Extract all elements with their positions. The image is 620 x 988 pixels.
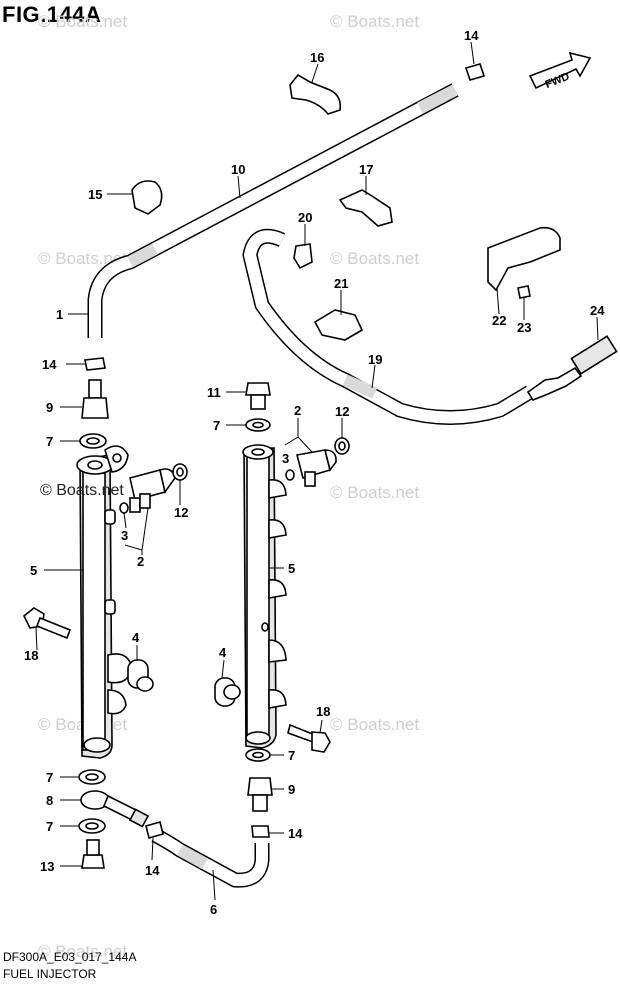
watermark: © Boats.net	[38, 249, 128, 268]
callout-19: 19	[368, 352, 382, 367]
callout-24: 24	[590, 303, 605, 318]
clamp-15	[131, 180, 163, 215]
callout-8: 8	[46, 793, 53, 808]
bolt-18-left	[22, 607, 72, 640]
callout-11: 11	[207, 385, 221, 400]
callout-21: 21	[334, 276, 348, 291]
callout-18: 18	[316, 704, 330, 719]
callout-7: 7	[213, 418, 220, 433]
figure-title: FIG.144A	[2, 2, 102, 27]
callout-4: 4	[132, 630, 140, 645]
banjo-8	[80, 790, 150, 828]
injector-left	[129, 468, 176, 513]
clamp-14-lower-left	[145, 821, 164, 839]
clamp-17	[338, 189, 393, 227]
fuel-rail-right	[242, 444, 287, 749]
callout-22: 22	[492, 313, 506, 328]
callout-14: 14	[464, 28, 479, 43]
injector-right	[296, 449, 337, 487]
hose-10	[87, 83, 459, 338]
o-ring-3-left	[119, 502, 129, 514]
clip-20	[293, 243, 313, 270]
seal-12-right	[334, 437, 350, 455]
callout-15: 15	[88, 187, 102, 202]
callout-2: 2	[137, 554, 144, 569]
fwd-arrow: FWD	[528, 51, 592, 91]
figure-name: FUEL INJECTOR	[3, 967, 97, 981]
connector-24	[526, 335, 618, 401]
callout-12: 12	[335, 404, 349, 419]
callout-23: 23	[517, 320, 531, 335]
clamp-16	[289, 73, 342, 115]
clamp-14-top	[464, 63, 486, 81]
bolt-23	[517, 285, 531, 299]
watermark-dark: © Boats.net	[40, 482, 124, 499]
callout-7: 7	[288, 748, 295, 763]
clamp-14-left	[84, 357, 106, 371]
callout-7: 7	[46, 770, 53, 785]
fitting-9-bottom	[247, 777, 273, 812]
gasket-7-c	[78, 769, 106, 785]
bolt-18-right	[287, 723, 331, 753]
fuel-rail-left	[76, 445, 133, 759]
callout-7: 7	[46, 434, 53, 449]
plug-11	[245, 382, 271, 410]
watermark: © Boats.net	[38, 942, 128, 961]
bolt-13	[81, 839, 105, 869]
gasket-7-d	[245, 748, 271, 762]
gasket-7-b	[245, 418, 271, 432]
watermark: © Boats.net	[330, 249, 420, 268]
o-ring-3-right	[285, 469, 295, 481]
figure-code: DF300A_E03_017_144A	[3, 950, 137, 964]
callout-6: 6	[210, 902, 217, 917]
callout-1: 1	[56, 307, 63, 322]
fitting-9-top	[81, 379, 109, 419]
callout-3: 3	[121, 528, 128, 543]
callout-3: 3	[282, 451, 289, 466]
hose-19	[242, 228, 534, 425]
callout-13: 13	[40, 859, 54, 874]
callout-9: 9	[288, 782, 295, 797]
callout-20: 20	[298, 210, 312, 225]
callout-16: 16	[310, 50, 324, 65]
leader-lines	[35, 41, 599, 901]
bracket-22	[487, 226, 561, 292]
watermark: © Boats.net	[330, 483, 420, 502]
callout-14: 14	[145, 863, 160, 878]
spacer-4-left	[127, 659, 154, 692]
callout-7: 7	[46, 819, 53, 834]
gasket-7-e	[78, 818, 106, 834]
callout-12: 12	[174, 505, 188, 520]
callout-18: 18	[24, 648, 38, 663]
spacer-4-right	[214, 677, 241, 707]
watermark: © Boats.net	[330, 12, 420, 31]
callout-17: 17	[359, 162, 373, 177]
callout-5: 5	[30, 563, 37, 578]
callout-2: 2	[294, 403, 301, 418]
callout-labels: 14 16 10 15 17 20 21 22 23 24 1 19 14 9 …	[24, 28, 605, 917]
callout-14: 14	[288, 826, 303, 841]
callout-9: 9	[46, 400, 53, 415]
callout-4: 4	[219, 645, 227, 660]
watermark: © Boats.net	[330, 715, 420, 734]
callout-10: 10	[231, 162, 245, 177]
clamp-21	[313, 309, 364, 341]
callout-5: 5	[288, 561, 295, 576]
clamp-14-lower-right	[251, 825, 270, 838]
callout-14: 14	[42, 357, 57, 372]
gasket-7-a	[79, 433, 107, 449]
hose-6	[151, 828, 270, 888]
seal-12-left	[172, 463, 188, 481]
watermark: © Boats.net	[38, 12, 128, 31]
